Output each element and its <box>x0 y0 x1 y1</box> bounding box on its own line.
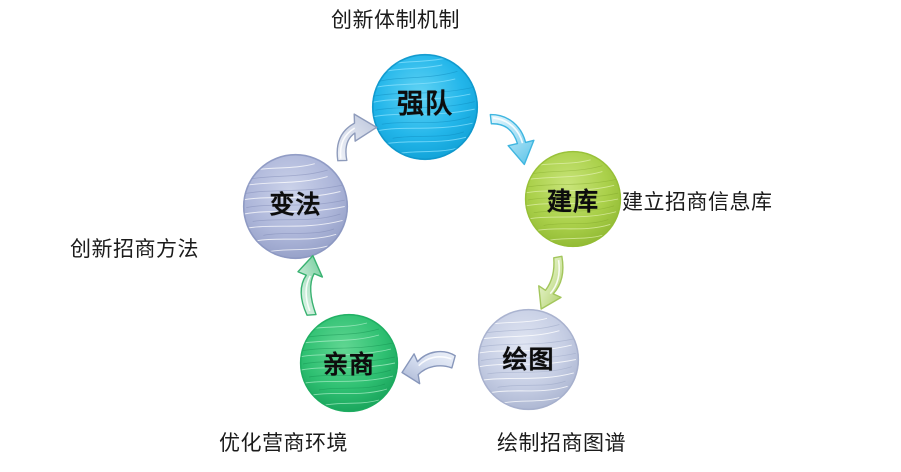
node-qiangdui[interactable]: 强队 <box>371 53 479 161</box>
node-jianku-label: 建库 <box>546 187 599 216</box>
caption-innovate-method: 创新招商方法 <box>70 237 199 261</box>
node-qinshang-label: 亲商 <box>322 349 375 379</box>
caption-optimize-environment: 优化营商环境 <box>219 431 348 455</box>
node-huitu[interactable]: 绘图 <box>477 308 580 411</box>
node-jianku[interactable]: 建库 <box>524 150 622 250</box>
caption-innovate-system: 创新体制机制 <box>331 8 460 32</box>
node-qiangdui-label: 强队 <box>397 89 453 120</box>
caption-build-database: 建立招商信息库 <box>622 190 773 214</box>
node-qinshang[interactable]: 亲商 <box>299 313 399 413</box>
node-bianfa[interactable]: 变法 <box>242 153 349 260</box>
arrow-qiangdui-to-jianku <box>482 107 542 174</box>
node-bianfa-label: 变法 <box>269 189 322 219</box>
caption-draw-map: 绘制招商图谱 <box>497 431 626 455</box>
node-huitu-label: 绘图 <box>502 344 555 374</box>
arrow-qinshang-to-bianfa <box>283 253 335 324</box>
arrow-huitu-to-qinshang <box>400 345 462 402</box>
